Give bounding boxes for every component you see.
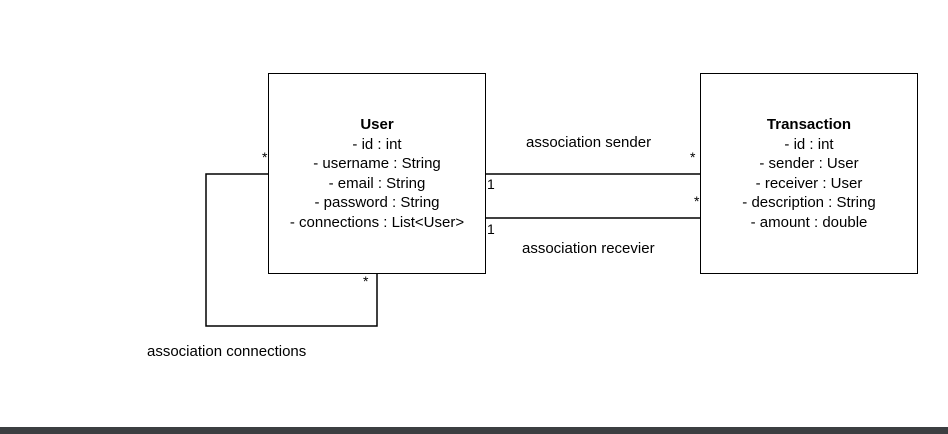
user-attribute-password: - password : String [314,194,440,211]
user-attribute-email: - email : String [328,174,426,192]
user-attribute-username: - username : String [313,155,441,172]
connections-target-multiplicity: * [363,273,369,289]
sender-target-multiplicity: * [690,149,696,165]
user-attribute-id: - id : int [352,135,402,153]
transaction-attribute-id: - id : int [784,135,834,153]
sender-association-label: association sender [526,134,652,151]
transaction-attribute-description: - description : String [742,194,876,211]
connections-association-line[interactable] [205,173,378,327]
connections-association-label: association connections [147,343,307,360]
transaction-class-box[interactable]: Transaction - id : int - sender : User -… [700,73,918,274]
user-attribute-connections: - connections : List<User> [289,213,465,231]
receiver-association-label: association recevier [522,240,655,257]
transaction-class-name: Transaction [766,116,852,133]
sender-source-multiplicity: 1 [487,176,495,192]
bottom-bar [0,427,948,434]
user-class-box[interactable]: User - id : int - username : String - em… [268,73,486,274]
transaction-attribute-amount: - amount : double [750,213,868,231]
user-class-name: User [360,116,394,133]
receiver-source-multiplicity: 1 [487,221,495,237]
transaction-attribute-sender: - sender : User [759,155,859,172]
transaction-attribute-receiver: - receiver : User [755,174,863,192]
connections-source-multiplicity: * [262,149,268,165]
receiver-target-multiplicity: * [694,193,700,209]
